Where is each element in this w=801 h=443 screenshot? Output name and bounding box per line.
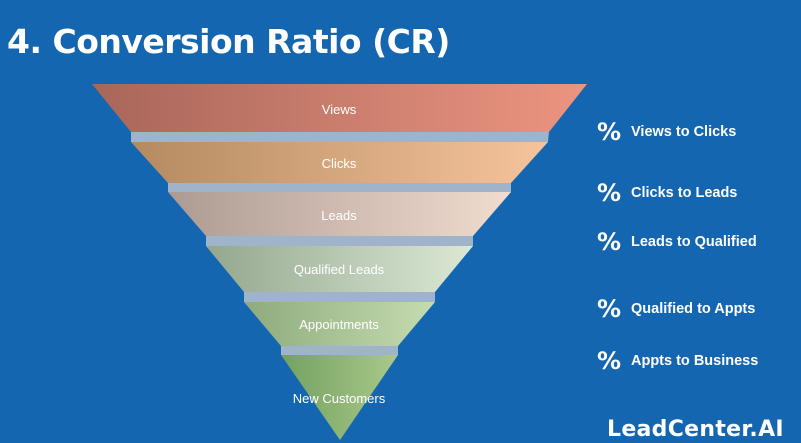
ratio-label: Clicks to Leads (631, 185, 738, 201)
funnel-stage-label: Clicks (322, 156, 357, 171)
funnel-stage-clicks (131, 142, 548, 183)
percent-icon: % (597, 295, 622, 323)
percent-icon: % (597, 118, 622, 146)
ratio-label: Qualified to Appts (631, 301, 756, 317)
funnel-stage-appointments (244, 302, 435, 346)
funnel-connector (131, 132, 549, 142)
ratio-label: Leads to Qualified (631, 234, 757, 250)
funnel-stage-label: Qualified Leads (294, 262, 385, 277)
ratio-row-clicks-to-leads: % Clicks to Leads (597, 181, 737, 205)
ratio-label: Appts to Business (631, 353, 759, 369)
funnel-stage-leads (168, 192, 511, 236)
funnel-stage-new-customers (281, 355, 398, 440)
brand-logo: LeadCenter.AI (607, 417, 784, 442)
funnel-connector (244, 292, 435, 302)
funnel-stage-label: New Customers (293, 391, 386, 406)
ratio-row-views-to-clicks: % Views to Clicks (597, 120, 736, 144)
funnel-connector (168, 183, 511, 192)
ratio-row-appts-to-business: % Appts to Business (597, 349, 758, 373)
ratio-row-qualified-to-appts: % Qualified to Appts (597, 297, 755, 321)
page-title: 4. Conversion Ratio (CR) (7, 22, 450, 61)
funnel-connector (206, 236, 473, 246)
funnel-stage-label: Leads (321, 208, 357, 223)
funnel-stage-qualified-leads (206, 246, 473, 292)
ratio-label: Views to Clicks (631, 124, 737, 140)
funnel-stage-views (92, 84, 587, 132)
percent-icon: % (597, 347, 622, 375)
percent-icon: % (597, 179, 622, 207)
funnel-stage-label: Appointments (299, 317, 379, 332)
ratio-row-leads-to-qualified: % Leads to Qualified (597, 230, 757, 254)
funnel-connector (281, 346, 398, 355)
percent-icon: % (597, 228, 622, 256)
funnel-stage-label: Views (322, 102, 357, 117)
